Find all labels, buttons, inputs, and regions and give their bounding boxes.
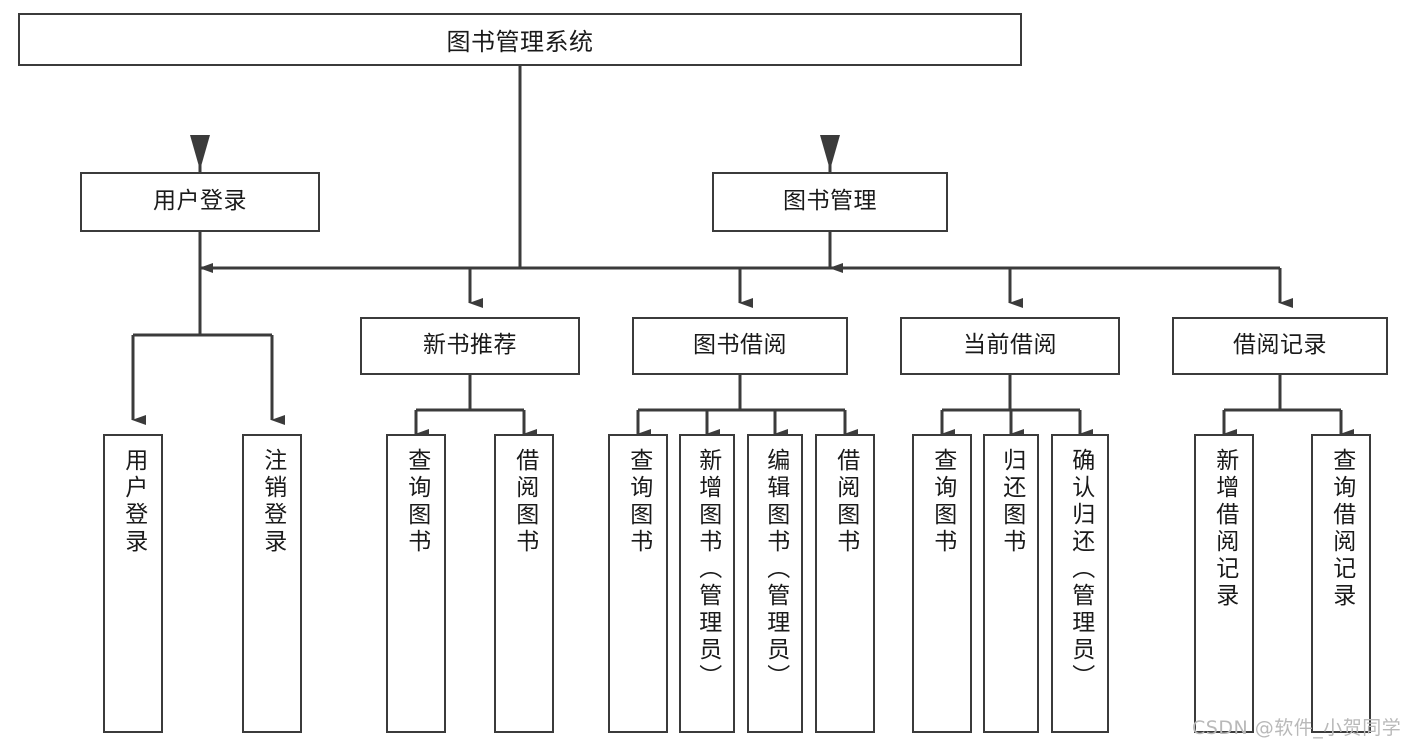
leaf-borrow-record-add-record[interactable]: 新增借阅记录 bbox=[1194, 434, 1254, 733]
node-root-book-management-system[interactable]: 图书管理系统 bbox=[18, 13, 1022, 66]
node-label: 确认归还（管理员） bbox=[1067, 448, 1094, 691]
node-label: 当前借阅 bbox=[963, 332, 1057, 359]
node-label: 新增借阅记录 bbox=[1211, 448, 1238, 610]
leaf-book-borrow-edit-book-admin[interactable]: 编辑图书（管理员） bbox=[747, 434, 803, 733]
node-new-book-recommend[interactable]: 新书推荐 bbox=[360, 317, 580, 375]
node-label: 查询图书 bbox=[403, 448, 430, 556]
node-label: 注销登录 bbox=[259, 448, 286, 556]
node-user-login[interactable]: 用户登录 bbox=[80, 172, 320, 232]
node-label: 图书借阅 bbox=[693, 332, 787, 359]
node-label: 查询图书 bbox=[625, 448, 652, 556]
node-label: 新书推荐 bbox=[423, 332, 517, 359]
node-label: 借阅记录 bbox=[1233, 332, 1327, 359]
node-label: 编辑图书（管理员） bbox=[762, 448, 789, 691]
node-label: 查询借阅记录 bbox=[1328, 448, 1355, 610]
leaf-new-book-query-book[interactable]: 查询图书 bbox=[386, 434, 446, 733]
node-label: 借阅图书 bbox=[511, 448, 538, 556]
leaf-new-book-borrow-book[interactable]: 借阅图书 bbox=[494, 434, 554, 733]
leaf-current-borrow-confirm-return-admin[interactable]: 确认归还（管理员） bbox=[1051, 434, 1109, 733]
node-label: 图书管理系统 bbox=[446, 28, 594, 56]
node-label: 归还图书 bbox=[998, 448, 1025, 556]
leaf-book-borrow-borrow-book[interactable]: 借阅图书 bbox=[815, 434, 875, 733]
csdn-watermark: CSDN @软件_小贺同学 bbox=[1192, 717, 1402, 739]
node-label: 借阅图书 bbox=[832, 448, 859, 556]
node-label: 图书管理 bbox=[783, 188, 877, 215]
leaf-book-borrow-add-book-admin[interactable]: 新增图书（管理员） bbox=[679, 434, 735, 733]
node-label: 查询图书 bbox=[929, 448, 956, 556]
leaf-borrow-record-query-record[interactable]: 查询借阅记录 bbox=[1311, 434, 1371, 733]
arrowheads-level1 bbox=[190, 135, 840, 170]
leaf-current-borrow-return-book[interactable]: 归还图书 bbox=[983, 434, 1039, 733]
leaf-current-borrow-query-book[interactable]: 查询图书 bbox=[912, 434, 972, 733]
node-label: 用户登录 bbox=[153, 188, 247, 215]
node-label: 用户登录 bbox=[120, 448, 147, 556]
node-book-management[interactable]: 图书管理 bbox=[712, 172, 948, 232]
node-label: 新增图书（管理员） bbox=[694, 448, 721, 691]
node-book-borrow[interactable]: 图书借阅 bbox=[632, 317, 848, 375]
leaf-user-login-login[interactable]: 用户登录 bbox=[103, 434, 163, 733]
leaf-user-login-logout[interactable]: 注销登录 bbox=[242, 434, 302, 733]
leaf-book-borrow-query-book[interactable]: 查询图书 bbox=[608, 434, 668, 733]
node-current-borrow[interactable]: 当前借阅 bbox=[900, 317, 1120, 375]
node-borrow-record[interactable]: 借阅记录 bbox=[1172, 317, 1388, 375]
